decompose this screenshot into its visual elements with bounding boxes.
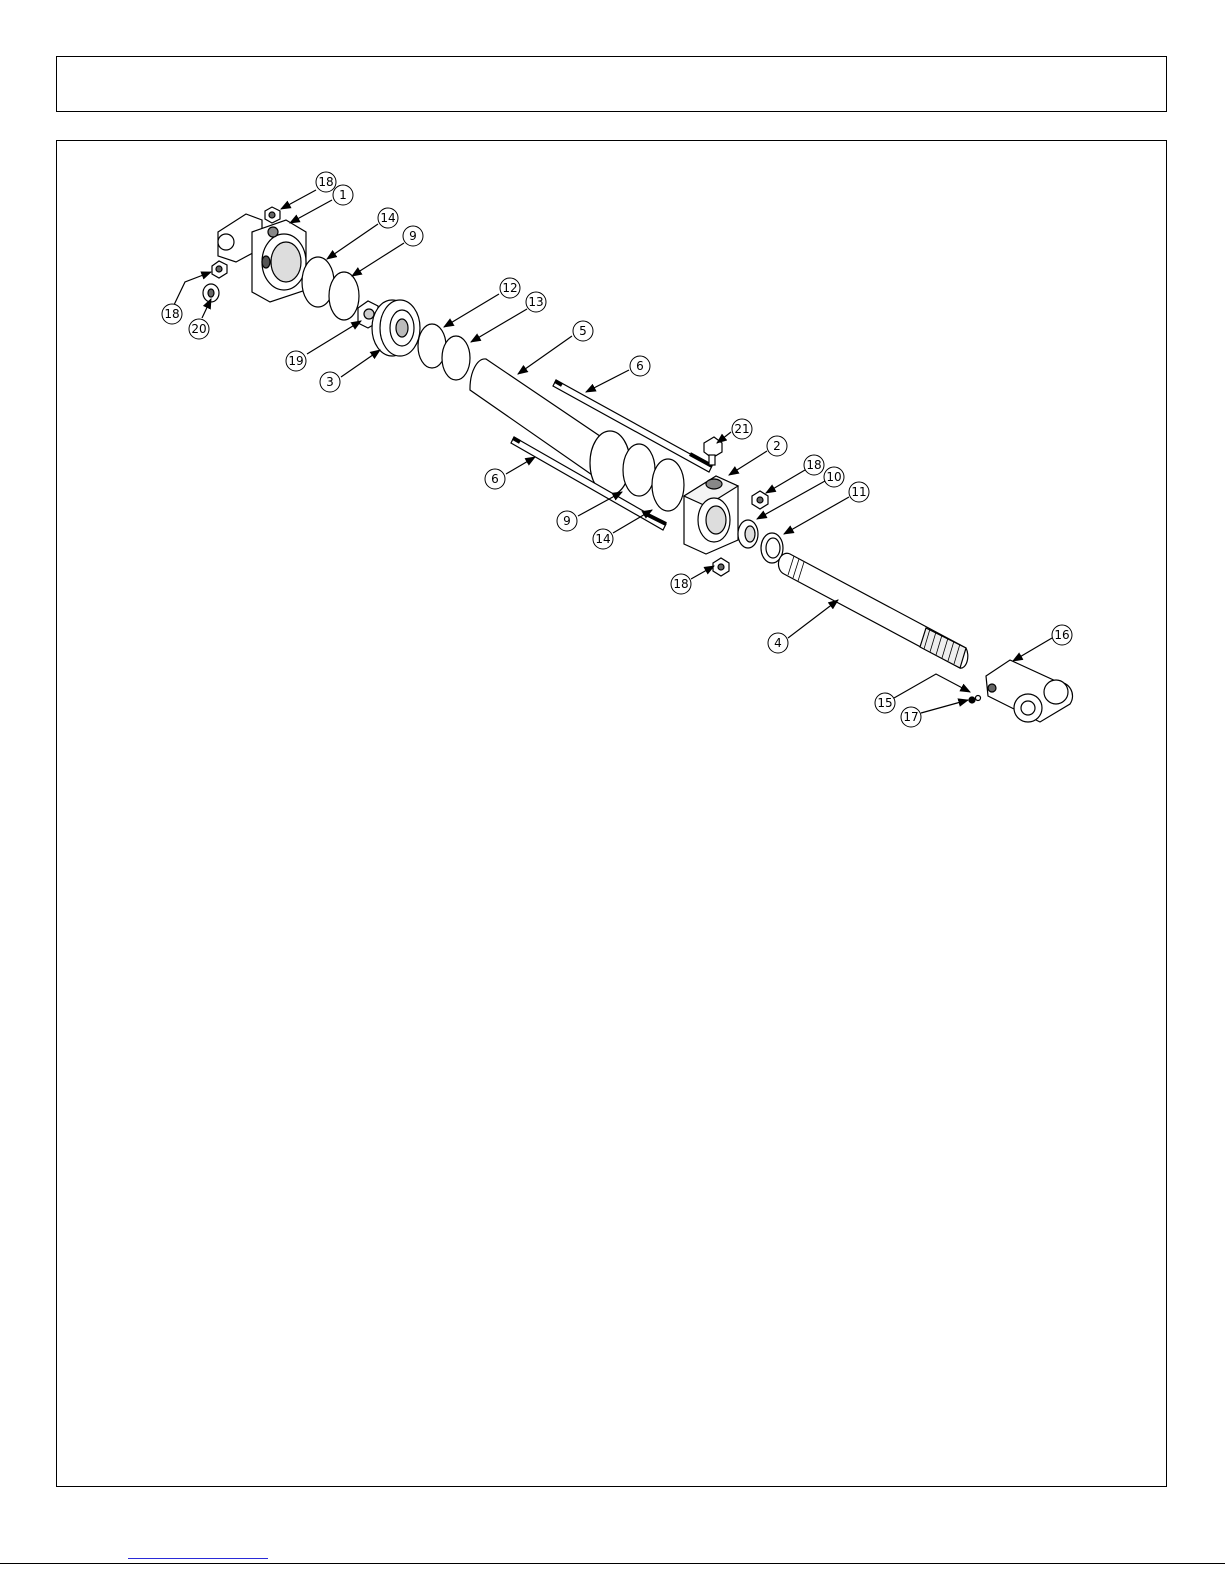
callout-6: 6 xyxy=(485,469,505,489)
svg-text:9: 9 xyxy=(409,229,417,243)
callout-14: 14 xyxy=(378,208,398,228)
callout-9: 9 xyxy=(557,511,577,531)
footer-divider xyxy=(0,1563,1225,1564)
callout-18: 18 xyxy=(671,574,691,594)
piston-rod-part xyxy=(778,553,967,668)
svg-text:12: 12 xyxy=(502,281,517,295)
svg-text:11: 11 xyxy=(851,485,866,499)
callout-9: 9 xyxy=(403,226,423,246)
svg-text:10: 10 xyxy=(826,470,841,484)
svg-text:6: 6 xyxy=(636,359,644,373)
callout-13: 13 xyxy=(526,292,546,312)
svg-text:6: 6 xyxy=(491,472,499,486)
svg-text:13: 13 xyxy=(528,295,543,309)
svg-text:9: 9 xyxy=(563,514,571,528)
svg-text:1: 1 xyxy=(339,188,347,202)
svg-text:15: 15 xyxy=(877,696,892,710)
wear-ring-part xyxy=(442,336,470,380)
callout-15: 15 xyxy=(875,693,895,713)
o-ring-part xyxy=(329,272,359,320)
svg-text:2: 2 xyxy=(773,439,781,453)
callout-3: 3 xyxy=(320,372,340,392)
svg-text:14: 14 xyxy=(595,532,610,546)
svg-text:18: 18 xyxy=(673,577,688,591)
callout-19: 19 xyxy=(286,351,306,371)
svg-text:3: 3 xyxy=(326,375,334,389)
svg-text:14: 14 xyxy=(380,211,395,225)
backup-ring-part xyxy=(652,459,684,511)
svg-text:19: 19 xyxy=(288,354,303,368)
footer-link-underline[interactable] xyxy=(128,1558,268,1559)
svg-text:16: 16 xyxy=(1054,628,1069,642)
svg-text:21: 21 xyxy=(734,422,749,436)
callout-1: 1 xyxy=(333,185,353,205)
rod-end-cap-part xyxy=(684,476,738,554)
callout-10: 10 xyxy=(824,467,844,487)
nut-part xyxy=(212,261,227,278)
base-end-cap-part xyxy=(218,214,306,302)
wiper-part xyxy=(738,520,758,548)
callout-6: 6 xyxy=(630,356,650,376)
callout-21: 21 xyxy=(732,419,752,439)
callout-11: 11 xyxy=(849,482,869,502)
piston-part xyxy=(372,300,420,356)
o-ring-part xyxy=(623,444,655,496)
rod-clevis-part xyxy=(986,660,1073,722)
callout-18: 18 xyxy=(804,455,824,475)
svg-text:5: 5 xyxy=(579,324,587,338)
svg-text:17: 17 xyxy=(903,710,918,724)
svg-text:18: 18 xyxy=(806,458,821,472)
grease-fitting-part xyxy=(969,697,975,703)
callout-17: 17 xyxy=(901,707,921,727)
callout-5: 5 xyxy=(573,321,593,341)
svg-text:18: 18 xyxy=(318,175,333,189)
callout-12: 12 xyxy=(500,278,520,298)
svg-text:18: 18 xyxy=(164,307,179,321)
callout-20: 20 xyxy=(189,319,209,339)
callout-16: 16 xyxy=(1052,625,1072,645)
callout-18: 18 xyxy=(162,304,182,324)
callout-14: 14 xyxy=(593,529,613,549)
nut-part xyxy=(713,558,729,576)
callout-2: 2 xyxy=(767,436,787,456)
callout-18: 18 xyxy=(316,172,336,192)
nut-part xyxy=(752,491,768,509)
svg-text:4: 4 xyxy=(774,636,782,650)
ball-part xyxy=(976,696,981,701)
nut-part xyxy=(265,207,280,223)
svg-text:20: 20 xyxy=(191,322,206,336)
callout-4: 4 xyxy=(768,633,788,653)
